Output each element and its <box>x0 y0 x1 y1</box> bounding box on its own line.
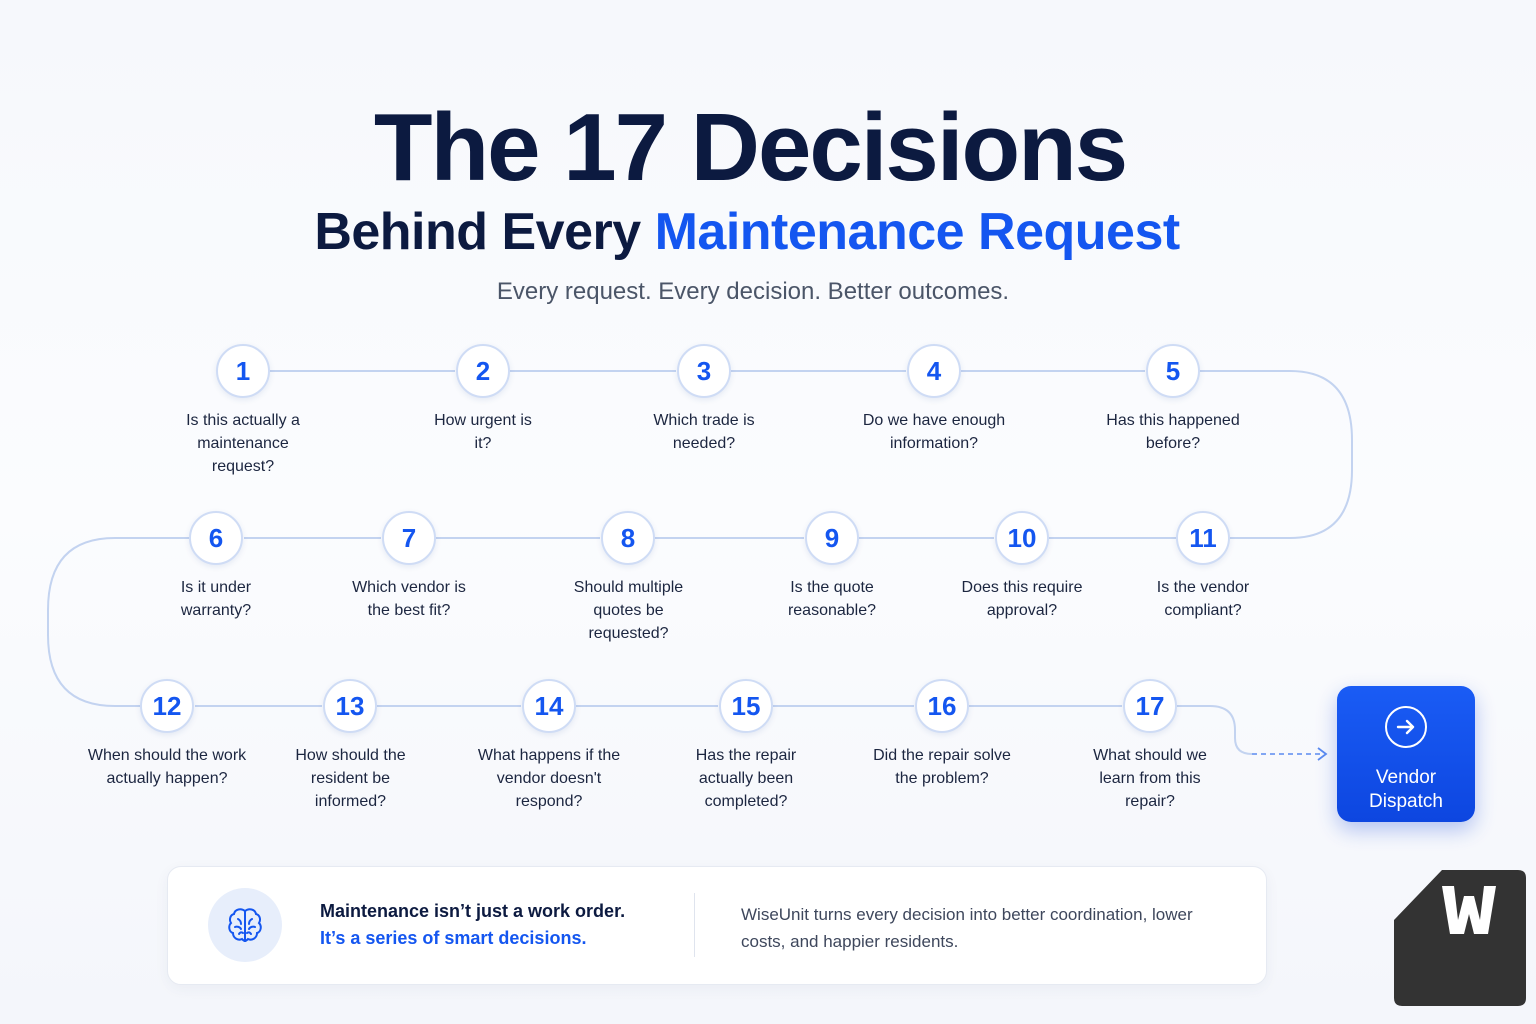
decision-question-11: Is the vendor compliant? <box>1156 579 1250 619</box>
page-subtitle: Behind Every Maintenance Request <box>0 203 1494 261</box>
decision-number-16: 16 <box>915 679 969 733</box>
connector-curve <box>1200 370 1353 539</box>
decision-question-7: Which vendor is the best fit? <box>352 579 466 619</box>
decision-number-15: 15 <box>719 679 773 733</box>
footer-description: WiseUnit turns every decision into bette… <box>741 905 1193 951</box>
decision-question-5: Has this happened before? <box>1106 412 1240 452</box>
decision-question-6: Is it under warranty? <box>180 579 252 619</box>
decision-number-17: 17 <box>1123 679 1177 733</box>
connector-curve <box>47 537 189 707</box>
decision-number-1: 1 <box>216 344 270 398</box>
brain-icon <box>208 888 282 962</box>
subtitle-accent: Maintenance Request <box>654 203 1181 261</box>
decision-number-14: 14 <box>522 679 576 733</box>
vendor-dispatch-label: Vendor Dispatch <box>1369 767 1443 812</box>
decision-number-12: 12 <box>140 679 194 733</box>
decision-number-10: 10 <box>995 511 1049 565</box>
decision-question-4: Do we have enough information? <box>862 412 1006 452</box>
vendor-dispatch-button[interactable]: Vendor Dispatch <box>1337 686 1475 822</box>
decision-number-11: 11 <box>1176 511 1230 565</box>
footer-card: Maintenance isn’t just a work order. It’… <box>167 866 1267 985</box>
decision-question-2: How urgent is it? <box>434 412 532 452</box>
footer-accent-line: It’s a series of smart decisions. <box>320 928 587 948</box>
decision-number-6: 6 <box>189 511 243 565</box>
decision-question-10: Does this require approval? <box>961 579 1083 619</box>
connector-curve <box>1177 705 1253 755</box>
decision-question-9: Is the quote reasonable? <box>787 579 877 619</box>
decision-number-7: 7 <box>382 511 436 565</box>
page-title: The 17 Decisions <box>373 94 1128 201</box>
decision-number-3: 3 <box>677 344 731 398</box>
decision-number-4: 4 <box>907 344 961 398</box>
decision-question-13: How should the resident be informed? <box>295 747 406 810</box>
decision-question-16: Did the repair solve the problem? <box>873 747 1011 787</box>
decision-number-13: 13 <box>323 679 377 733</box>
subtitle-prefix: Behind Every <box>314 203 655 261</box>
decision-question-1: Is this actually a maintenance request? <box>186 412 300 475</box>
decision-question-17: What should we learn from this repair? <box>1093 747 1207 810</box>
wiseunit-logo <box>1394 868 1526 1008</box>
decision-question-12: When should the work actually happen? <box>87 747 247 787</box>
decision-question-14: What happens if the vendor doesn't respo… <box>477 747 621 810</box>
decision-number-5: 5 <box>1146 344 1200 398</box>
decision-number-9: 9 <box>805 511 859 565</box>
decision-number-8: 8 <box>601 511 655 565</box>
decision-question-8: Should multiple quotes be requested? <box>573 579 684 642</box>
decision-question-3: Which trade is needed? <box>653 412 755 452</box>
tagline: Every request. Every decision. Better ou… <box>496 278 1010 305</box>
dispatch-arrowhead <box>1317 747 1328 761</box>
footer-headline: Maintenance isn’t just a work order. <box>320 901 626 921</box>
decision-number-2: 2 <box>456 344 510 398</box>
footer-divider <box>694 893 695 957</box>
arrow-right-circle-icon <box>1385 706 1427 748</box>
decision-question-15: Has the repair actually been completed? <box>695 747 797 810</box>
